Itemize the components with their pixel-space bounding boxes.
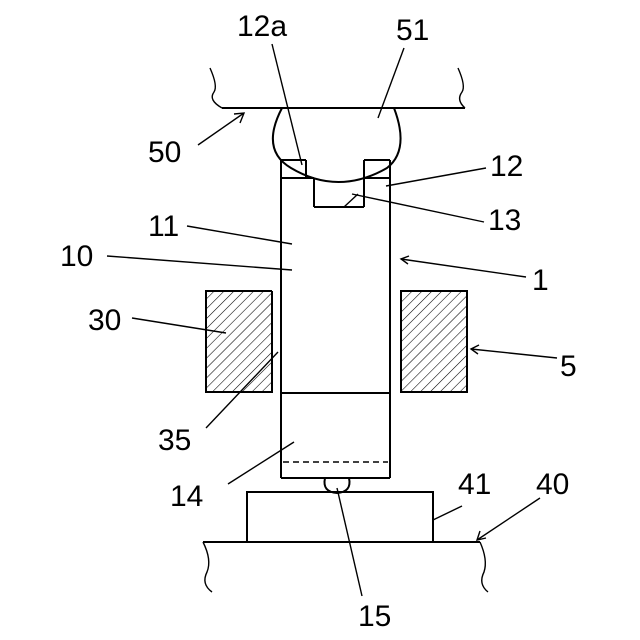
base-40 <box>203 542 488 592</box>
label-5: 5 <box>560 350 577 383</box>
label-1: 1 <box>532 264 549 297</box>
label-15: 15 <box>358 600 391 633</box>
label-41: 41 <box>458 468 491 501</box>
coil-5 <box>401 291 467 392</box>
label-35: 35 <box>158 424 191 457</box>
label-10: 10 <box>60 240 93 273</box>
label-12: 12 <box>490 150 523 183</box>
sphere-51 <box>273 108 401 182</box>
label-50: 50 <box>148 136 181 169</box>
upper-member-50 <box>210 68 465 108</box>
label-30: 30 <box>88 304 121 337</box>
label-13: 13 <box>488 204 521 237</box>
label-11: 11 <box>148 210 179 243</box>
label-40: 40 <box>536 468 569 501</box>
label-12a: 12a <box>237 10 287 43</box>
label-14: 14 <box>170 480 203 513</box>
coil-30 <box>206 291 272 392</box>
label-51: 51 <box>396 14 429 47</box>
leader-lines <box>107 44 557 596</box>
